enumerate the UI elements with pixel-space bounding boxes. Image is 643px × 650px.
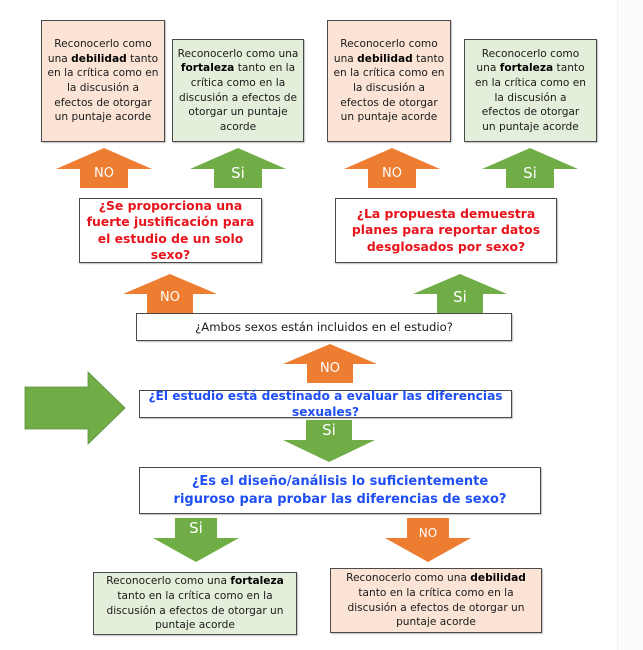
- question-text: ¿Ambos sexos están incluidos en el estud…: [195, 320, 453, 334]
- arrow-up-si-2: [482, 148, 578, 188]
- arrow-label-no: NO: [94, 166, 114, 181]
- outcome-text: Reconocerlo como una: [333, 38, 438, 65]
- question-evaluate-differences: ¿El estudio está destinado a evaluar las…: [139, 388, 512, 420]
- outcome-strength-rigorous: Reconocerlo como una fortaleza tanto en …: [93, 572, 297, 635]
- outcome-emphasis: debilidad: [357, 52, 413, 65]
- outcome-text: tanto en la crítica como en la discusión…: [106, 589, 284, 632]
- outcome-text: Reconocerlo como una: [47, 38, 152, 65]
- edge-line: [617, 0, 618, 650]
- question-text: ¿Se proporciona una fuerte justificación…: [86, 197, 255, 263]
- arrow-up-icon: [482, 148, 578, 188]
- outcome-text: tanto en la crítica como en la discusión…: [347, 586, 525, 629]
- outcome-strength-disaggregated: Reconocerlo como una fortaleza tanto en …: [464, 39, 597, 142]
- outcome-text: tanto en la crítica como en la discusión…: [333, 52, 445, 124]
- arrow-label-si: Si: [322, 421, 336, 439]
- question-both-sexes: ¿Ambos sexos están incluidos en el estud…: [136, 313, 512, 341]
- arrow-down-icon: [153, 518, 239, 562]
- outcome-strength-single-sex: Reconocerlo como una fortaleza tanto en …: [172, 39, 304, 142]
- arrow-up-icon: [56, 148, 152, 188]
- outcome-text: Reconocerlo como una: [106, 575, 231, 588]
- background-strip: [618, 0, 643, 650]
- arrow-label-no: NO: [382, 166, 402, 181]
- outcome-emphasis: fortaleza: [499, 62, 554, 75]
- outcome-emphasis: fortaleza: [180, 62, 235, 75]
- outcome-emphasis: fortaleza: [230, 575, 284, 588]
- arrow-up-no-3: [123, 274, 217, 313]
- arrow-up-no-1: [56, 148, 152, 188]
- arrow-up-si-3: [413, 274, 507, 313]
- arrow-up-icon: [283, 344, 377, 383]
- outcome-emphasis: debilidad: [71, 52, 127, 65]
- outcome-text: tanto en la crítica como en la discusión…: [47, 52, 159, 124]
- arrow-up-no-2: [344, 148, 440, 188]
- question-text: ¿Es el diseño/análisis lo suficientement…: [173, 473, 507, 507]
- outcome-text: Reconocerlo como una: [476, 47, 580, 75]
- outcome-text: Reconocerlo como una: [177, 47, 299, 60]
- arrow-up-icon: [413, 274, 507, 313]
- arrow-label-si: Si: [189, 519, 203, 537]
- arrow-up-icon: [190, 148, 286, 188]
- arrow-up-icon: [344, 148, 440, 188]
- outcome-text: tanto en la crítica como en la discusión…: [179, 62, 297, 133]
- arrow-down-si-1: [283, 420, 375, 462]
- arrow-label-no: NO: [160, 290, 180, 305]
- question-single-sex-justification: ¿Se proporciona una fuerte justificación…: [79, 198, 262, 263]
- arrow-up-no-4: [283, 344, 377, 383]
- arrow-up-icon: [123, 274, 217, 313]
- arrow-label-si: Si: [231, 164, 245, 182]
- question-rigorous-design: ¿Es el diseño/análisis lo suficientement…: [139, 467, 541, 514]
- arrow-down-icon: [283, 420, 375, 462]
- question-text: ¿El estudio está destinado a evaluar las…: [148, 388, 503, 420]
- arrow-down-si-2: [153, 518, 239, 562]
- outcome-text: Reconocerlo como una: [346, 572, 471, 585]
- arrow-label-si: Si: [523, 164, 537, 182]
- outcome-emphasis: debilidad: [470, 572, 526, 585]
- question-disaggregated-data: ¿La propuesta demuestra planes para repo…: [335, 198, 557, 263]
- arrow-label-si: Si: [453, 288, 467, 306]
- outcome-weakness-disaggregated: Reconocerlo como una debilidad tanto en …: [327, 20, 451, 142]
- outcome-weakness-rigorous: Reconocerlo como una debilidad tanto en …: [330, 568, 542, 633]
- arrow-down-icon: [385, 518, 471, 562]
- arrow-up-si-1: [190, 148, 286, 188]
- arrow-label-no: NO: [418, 526, 438, 540]
- arrow-label-no: NO: [320, 361, 340, 376]
- question-text: ¿La propuesta demuestra planes para repo…: [351, 205, 541, 254]
- entry-arrow-right-icon: [24, 371, 126, 445]
- outcome-weakness-single-sex: Reconocerlo como una debilidad tanto en …: [41, 20, 165, 142]
- outcome-text: tanto en la crítica como en la discusión…: [474, 62, 586, 133]
- arrow-down-no: [385, 518, 471, 562]
